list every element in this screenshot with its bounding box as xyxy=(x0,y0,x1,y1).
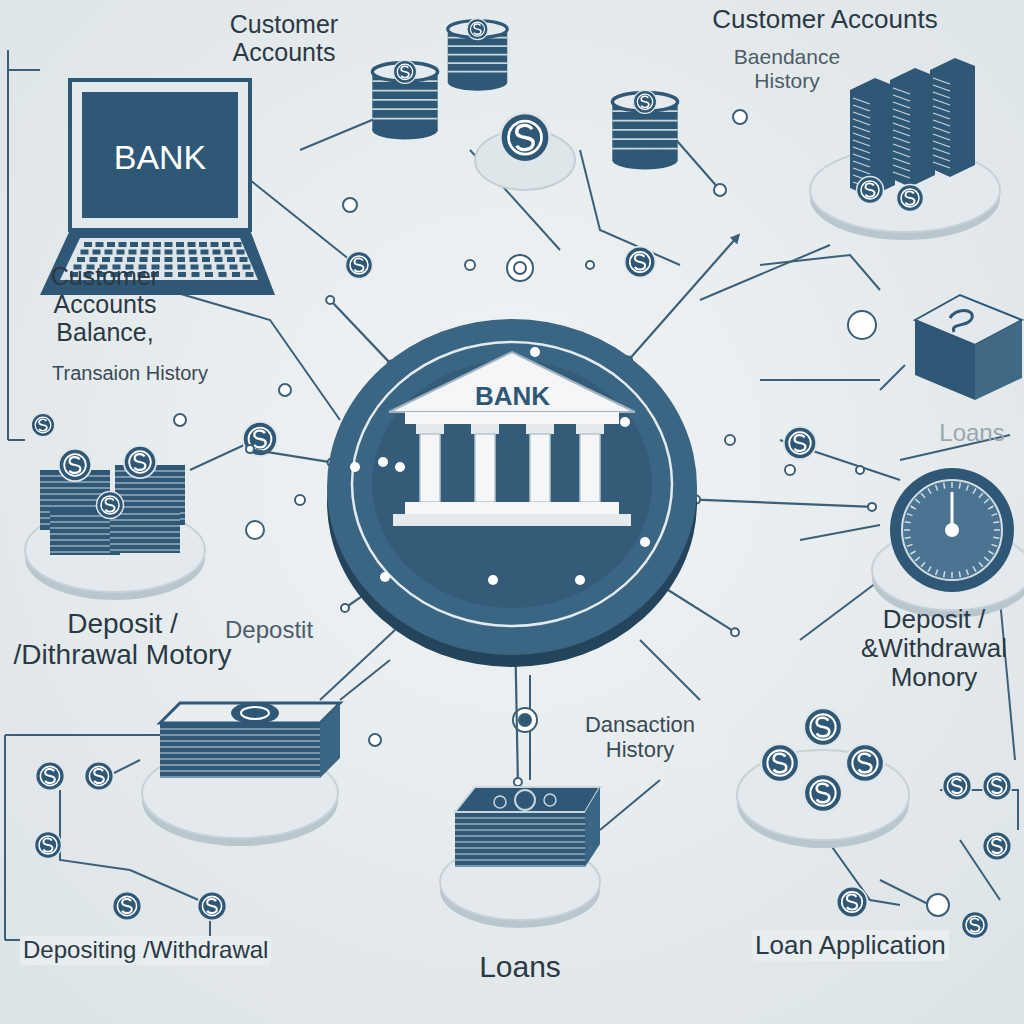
cash-icon xyxy=(140,698,340,838)
loans-node: Loans xyxy=(430,782,610,1007)
balance-history-node: Customer Accounts Balance, Transaion Hist… xyxy=(10,262,250,597)
node-heading: Deposit / /Dithrawal Motory xyxy=(10,608,235,671)
network-lines xyxy=(5,50,1018,940)
connector-dot xyxy=(514,778,522,786)
connector xyxy=(624,235,739,365)
node-text: Transaion History xyxy=(10,362,250,384)
node-heading: Customer Accounts xyxy=(660,5,990,34)
connector-line xyxy=(250,449,332,462)
loans-icon xyxy=(440,782,600,922)
connector xyxy=(246,445,336,466)
node-text: BANK xyxy=(82,138,238,176)
loans-gauge-node: Loans xyxy=(872,420,1022,600)
connector-line xyxy=(664,588,735,633)
note-label: Dansaction History xyxy=(552,712,728,763)
connector-dot xyxy=(246,445,254,453)
connector-dot xyxy=(731,628,739,636)
note-label: Depositing /Withdrawal xyxy=(20,936,271,965)
node-text: Baendance History xyxy=(722,45,852,92)
deposit-withdrawal-node: Deposit / &Withdrawal Monory xyxy=(735,605,1017,837)
server-icon xyxy=(810,70,1000,235)
coin-stacks xyxy=(372,19,677,190)
connector-line xyxy=(696,500,872,507)
stacks-icon xyxy=(25,430,205,595)
connector-dot xyxy=(868,503,876,511)
connector-line xyxy=(516,661,518,782)
gauge-icon xyxy=(872,460,1024,610)
center-icon xyxy=(325,312,700,672)
node-heading: Deposit / &Withdrawal Monory xyxy=(853,605,1015,692)
accounts-history-node: Customer AccountsBaendance History xyxy=(660,5,1020,235)
dollar-coins xyxy=(31,247,1011,939)
connector-line xyxy=(330,300,391,365)
connector xyxy=(326,296,395,369)
connector-line xyxy=(628,235,739,361)
node-heading: Loans xyxy=(928,420,1016,447)
connector-dot xyxy=(341,604,349,612)
coins-icon xyxy=(735,705,911,840)
node-heading: Customer Accounts Balance, xyxy=(10,262,200,346)
node-heading: Customer Accounts xyxy=(205,10,363,66)
note-label: Depostit xyxy=(222,616,316,645)
connector xyxy=(692,496,876,511)
connector-dot xyxy=(326,296,334,304)
connector xyxy=(660,584,739,637)
note-label: Loan Application xyxy=(752,930,949,961)
dollar-cube xyxy=(915,295,1022,400)
node-heading: Loans xyxy=(430,950,610,984)
node-heading: BANK xyxy=(455,382,570,411)
connector xyxy=(512,657,522,786)
central-bank-node: BANK xyxy=(325,312,700,672)
laptop-node: Customer AccountsBANK xyxy=(20,10,365,300)
